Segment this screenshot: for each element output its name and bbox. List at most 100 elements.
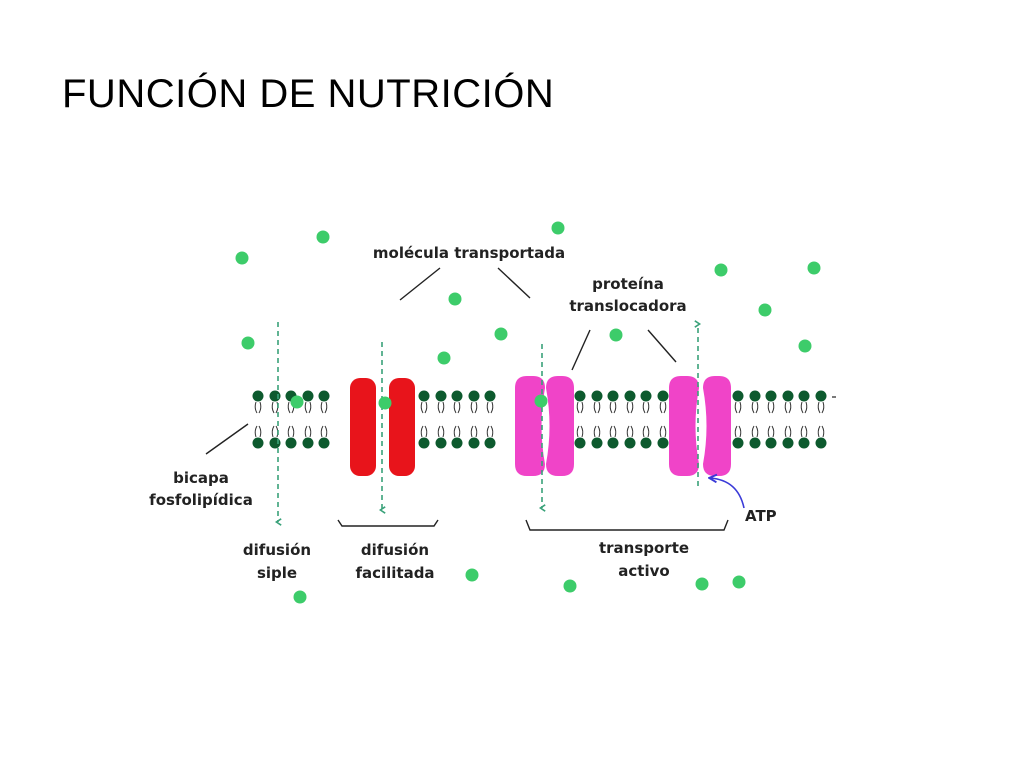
lipid-head-top [484, 390, 496, 402]
lipid-head-bottom [640, 437, 652, 449]
lipid-tail-bottom [784, 425, 792, 438]
lipid-head-bottom [657, 437, 669, 449]
lipid-tail-top [593, 401, 601, 414]
lipid-tail-top [609, 401, 617, 414]
protein-leader-left [571, 329, 591, 371]
lipid-tail-bottom [734, 425, 742, 438]
carrier-protein-2-left [669, 376, 699, 476]
lipid-head-top [765, 390, 777, 402]
phospholipid-bilayer [252, 390, 827, 449]
lipid-tail-top [626, 401, 634, 414]
molecule [437, 351, 451, 365]
protein-label-line1: proteína [592, 275, 664, 293]
lipid-head-bottom [418, 437, 430, 449]
protein-label-line2: translocadora [569, 297, 686, 315]
lipid-tail-bottom [659, 425, 667, 438]
lipid-head-bottom [451, 437, 463, 449]
molecule [316, 230, 330, 244]
lipid-tail-bottom [486, 425, 494, 438]
lipid-head-top [318, 390, 330, 402]
lipid-tail-top [642, 401, 650, 414]
atp-arrow [710, 478, 745, 509]
lipid-head-top [451, 390, 463, 402]
molecule [732, 575, 746, 589]
lipid-head-bottom [607, 437, 619, 449]
lipid-tail-top [453, 401, 461, 414]
active-bracket [525, 519, 729, 531]
molecule [563, 579, 577, 593]
molecule-leader-left [399, 267, 441, 301]
molecule [448, 292, 462, 306]
lipid-head-bottom [484, 437, 496, 449]
carrier-protein-1-left [515, 376, 545, 476]
lipid-tail-top [767, 401, 775, 414]
lipid-head-top [302, 390, 314, 402]
lipid-head-bottom [285, 437, 297, 449]
lipid-head-top [749, 390, 761, 402]
lipid-head-top [607, 390, 619, 402]
lipid-head-top [815, 390, 827, 402]
lipid-head-bottom [732, 437, 744, 449]
lipid-head-bottom [468, 437, 480, 449]
molecule [798, 339, 812, 353]
lipid-tail-top [304, 401, 312, 414]
lipid-head-bottom [624, 437, 636, 449]
simple-diffusion-label-line1: difusión [243, 541, 311, 559]
brackets [337, 519, 729, 531]
lipid-tail-bottom [453, 425, 461, 438]
lipid-tail-top [751, 401, 759, 414]
molecule-label: molécula transportada [373, 244, 565, 262]
molecule [241, 336, 255, 350]
molecule-leader-right [497, 267, 531, 299]
molecule [758, 303, 772, 317]
facilitated-diffusion-label-line2: facilitada [355, 564, 434, 582]
lipid-tail-top [437, 401, 445, 414]
lipid-tail-top [659, 401, 667, 414]
lipid-head-top [640, 390, 652, 402]
lipid-tail-top [576, 401, 584, 414]
transport-arrows [274, 320, 702, 526]
lipid-tail-bottom [609, 425, 617, 438]
lipid-head-bottom [269, 437, 281, 449]
lipid-head-bottom [252, 437, 264, 449]
lipid-head-top [574, 390, 586, 402]
lipid-tail-top [817, 401, 825, 414]
lipid-tail-top [254, 401, 262, 414]
active-transport-label-line2: activo [618, 562, 669, 580]
lipid-tail-bottom [593, 425, 601, 438]
lipid-tail-top [734, 401, 742, 414]
atp-label: ATP [745, 507, 777, 525]
facilitated-bracket [337, 519, 439, 527]
carrier-protein-1 [515, 376, 574, 476]
lipid-tail-bottom [767, 425, 775, 438]
carrier-protein-2-right [703, 376, 731, 476]
molecule [494, 327, 508, 341]
simple-diffusion-label-line2: siple [257, 564, 297, 582]
lipid-head-top [657, 390, 669, 402]
slide-title: FUNCIÓN DE NUTRICIÓN [62, 72, 555, 116]
lipid-head-bottom [574, 437, 586, 449]
lipid-head-bottom [749, 437, 761, 449]
molecule [609, 328, 623, 342]
lipid-tail-bottom [576, 425, 584, 438]
lipid-tail-bottom [420, 425, 428, 438]
lipid-head-top [468, 390, 480, 402]
lipid-head-bottom [302, 437, 314, 449]
lipid-head-top [732, 390, 744, 402]
lipid-head-top [798, 390, 810, 402]
lipid-tail-top [800, 401, 808, 414]
lipid-head-bottom [765, 437, 777, 449]
lipid-tail-bottom [751, 425, 759, 438]
lipid-tail-bottom [437, 425, 445, 438]
lipid-tail-bottom [271, 425, 279, 438]
lipid-head-top [252, 390, 264, 402]
lipid-tail-bottom [817, 425, 825, 438]
molecule [378, 396, 392, 410]
transported-molecules [235, 221, 821, 604]
lipid-head-bottom [782, 437, 794, 449]
lipid-tail-bottom [320, 425, 328, 438]
lipid-tail-bottom [642, 425, 650, 438]
molecule [293, 590, 307, 604]
lipid-tail-bottom [304, 425, 312, 438]
